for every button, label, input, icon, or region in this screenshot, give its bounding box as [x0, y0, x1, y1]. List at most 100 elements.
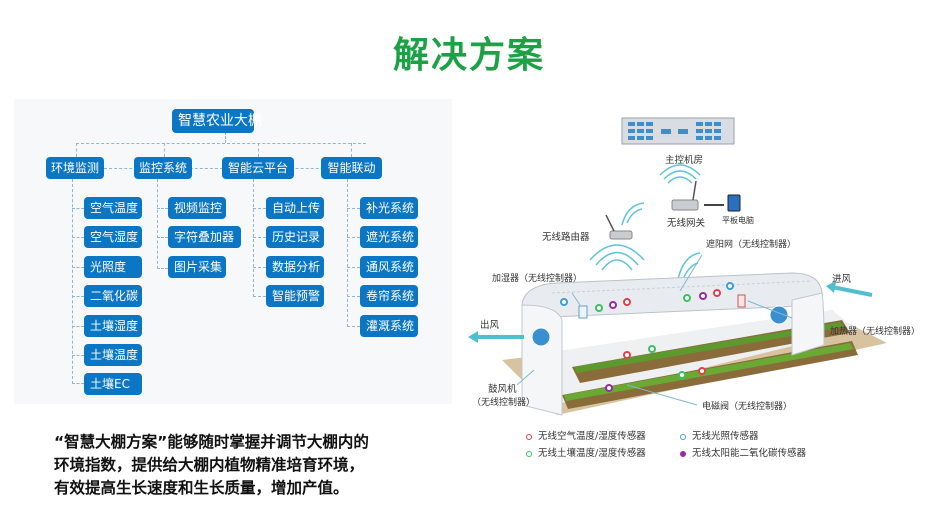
- connector: [72, 296, 84, 297]
- label-router: 无线路由器: [542, 232, 590, 243]
- label-blower-controller: （无线控制器）: [472, 398, 536, 408]
- item-node[interactable]: 土壤湿度: [84, 315, 142, 337]
- item-node[interactable]: 灌溉系统: [360, 315, 418, 337]
- category-node-surveillance[interactable]: 监控系统: [134, 157, 192, 179]
- connector: [347, 296, 360, 297]
- org-chart-panel: 智慧农业大棚 环境监测 监控系统 智能云平台 智能联动 空气温度 空气湿度 光照…: [14, 99, 452, 404]
- label-blower: 鼓风机: [488, 384, 517, 395]
- legend-item: 无线光照传感器: [680, 428, 759, 442]
- legend-label: 无线空气温度/湿度传感器: [538, 431, 646, 442]
- legend-dot-icon: [526, 450, 532, 457]
- tablet-icon: [704, 194, 741, 212]
- connector: [253, 179, 254, 297]
- description-line: 环境指数，提供给大棚内植物精准培育环境，: [54, 456, 365, 474]
- legend-dot-icon: [526, 433, 532, 440]
- category-node-cloud-platform[interactable]: 智能云平台: [222, 157, 294, 179]
- connector: [157, 268, 168, 269]
- item-node[interactable]: 遮光系统: [360, 226, 418, 248]
- label-valve: 电磁阀（无线控制器）: [702, 402, 793, 412]
- label-heater: 加热器（无线控制器）: [830, 327, 921, 337]
- legend-label: 无线土壤温度/湿度传感器: [538, 448, 646, 459]
- connector: [157, 208, 168, 209]
- connector: [72, 208, 84, 209]
- connector: [253, 296, 266, 297]
- connector: [253, 267, 266, 268]
- connector: [157, 179, 158, 269]
- connector: [76, 143, 366, 144]
- item-node[interactable]: 智能预警: [266, 285, 324, 307]
- greenhouse-end-wall: [791, 292, 825, 356]
- fan-icon: [531, 327, 551, 347]
- heater-icon: [737, 294, 746, 308]
- solution-description: “智慧大棚方案”能够随时掌握并调节大棚内的 环境指数，提供给大棚内植物精准培育环…: [54, 431, 454, 500]
- item-node[interactable]: 历史记录: [266, 226, 324, 248]
- wifi-signal-icon: [659, 164, 701, 184]
- connector: [72, 267, 84, 268]
- connector: [347, 326, 360, 327]
- humidifier-icon: [578, 305, 588, 319]
- item-node[interactable]: 数据分析: [266, 256, 324, 278]
- connector: [253, 208, 266, 209]
- legend-item: 无线空气温度/湿度传感器: [526, 428, 646, 442]
- connector: [225, 132, 226, 143]
- item-node[interactable]: 空气温度: [84, 197, 142, 219]
- label-air-in: 进风: [832, 274, 852, 285]
- legend-dot-icon: [680, 433, 686, 440]
- item-node[interactable]: 土壤温度: [84, 344, 142, 366]
- category-node-linkage[interactable]: 智能联动: [321, 157, 382, 179]
- label-shade-net: 遮阳网（无线控制器）: [706, 240, 797, 250]
- server-rack-icon: [621, 117, 735, 145]
- item-node[interactable]: 光照度: [84, 256, 142, 278]
- callout-lines: [516, 254, 793, 406]
- connector: [72, 237, 84, 238]
- plant-row: [574, 322, 844, 373]
- greenhouse-end-wall: [521, 304, 563, 416]
- wifi-signal-icon: [589, 202, 701, 280]
- connector: [347, 267, 360, 268]
- connector: [72, 326, 84, 327]
- label-gateway: 无线网关: [667, 218, 706, 229]
- connector: [351, 143, 352, 157]
- item-node[interactable]: 卷帘系统: [360, 285, 418, 307]
- connector: [72, 179, 73, 384]
- item-node[interactable]: 自动上传: [266, 197, 324, 219]
- legend-label: 无线光照传感器: [692, 431, 759, 442]
- connector: [72, 383, 84, 384]
- sensor-dots: [560, 282, 734, 392]
- greenhouse-diagram: 主控机房 无线网关 平板电脑 无线路由器 遮阳网（无线控制器） 加湿器（无线控制…: [462, 105, 938, 528]
- label-tablet: 平板电脑: [722, 216, 754, 225]
- label-air-out: 出风: [480, 320, 500, 331]
- plant-row: [564, 343, 854, 401]
- connector: [347, 208, 360, 209]
- greenhouse-illustration: [468, 117, 887, 416]
- item-node[interactable]: 字符叠加器: [168, 226, 241, 248]
- router-icon: [605, 214, 633, 240]
- item-node[interactable]: 图片采集: [168, 256, 226, 278]
- legend-label: 无线太阳能二氧化碳传感器: [692, 448, 807, 459]
- org-root-node[interactable]: 智慧农业大棚: [172, 109, 262, 133]
- item-node[interactable]: 二氧化碳: [84, 285, 142, 307]
- item-node[interactable]: 通风系统: [360, 256, 418, 278]
- item-node[interactable]: 补光系统: [360, 197, 418, 219]
- description-line: 有效提高生长速度和生长质量，增加产值。: [54, 479, 349, 497]
- connector: [347, 179, 348, 327]
- connector: [72, 355, 84, 356]
- connector: [76, 143, 77, 157]
- item-node[interactable]: 空气湿度: [84, 226, 142, 248]
- connector: [164, 143, 165, 157]
- description-line: “智慧大棚方案”能够随时掌握并调节大棚内的: [54, 433, 369, 451]
- item-node[interactable]: 土壤EC: [84, 373, 142, 395]
- page-title: 解决方案: [392, 35, 545, 76]
- connector: [253, 237, 266, 238]
- legend-item: 无线太阳能二氧化碳传感器: [680, 445, 806, 459]
- connector: [347, 237, 360, 238]
- category-node-env-monitoring[interactable]: 环境监测: [46, 157, 104, 179]
- connector: [258, 143, 259, 157]
- legend-dot-icon: [680, 450, 686, 457]
- air-in-arrow: [831, 285, 873, 297]
- gateway-icon: [671, 180, 699, 211]
- legend-item: 无线土壤温度/湿度传感器: [526, 445, 646, 459]
- item-node[interactable]: 视频监控: [168, 197, 226, 219]
- fan-icon: [769, 305, 789, 325]
- label-control-room: 主控机房: [665, 155, 704, 166]
